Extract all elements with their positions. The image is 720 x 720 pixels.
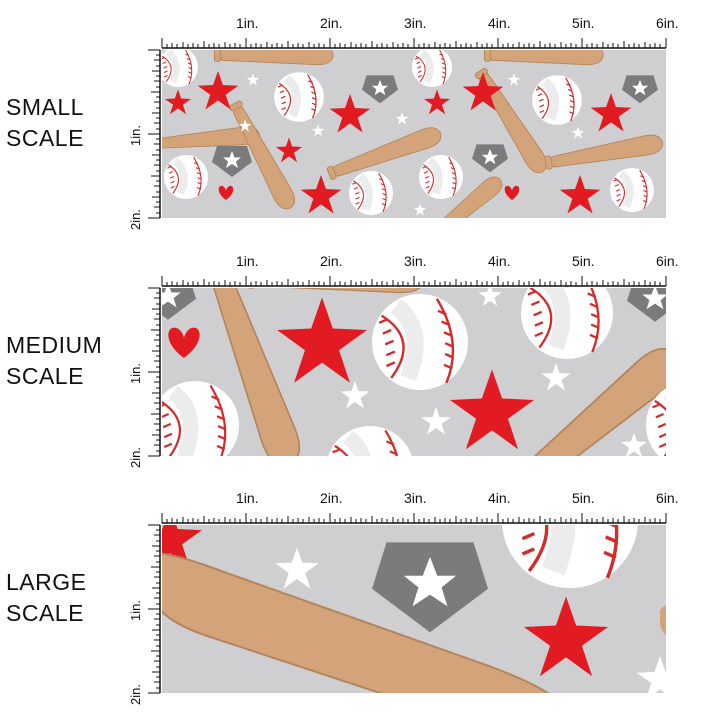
medium-top-label-6: 6in. [656,253,679,269]
large-top-label-3: 3in. [404,490,427,506]
small-top-label-3: 3in. [404,15,427,31]
small-top-label-6: 6in. [656,15,679,31]
small-scale-panel: 1in. 2in. 3in. 4in. 5in. 6in. 1in. 2in. [128,15,679,230]
medium-scale-line1: MEDIUM [6,332,103,358]
large-top-ruler: 1in. 2in. 3in. 4in. 5in. 6in. [161,490,679,524]
large-scale-line2: SCALE [6,600,84,626]
baseball-icon [372,294,468,390]
baseball-icon [274,72,324,122]
small-scale-line2: SCALE [6,125,84,151]
small-side-ruler: 1in. 2in. [128,49,161,230]
small-top-label-4: 4in. [488,15,511,31]
medium-scale-panel: 1in. 2in. 3in. 4in. 5in. 6in. 1in. 2in. [128,253,679,469]
medium-scale-label: MEDIUM SCALE [6,330,102,392]
large-top-label-2: 2in. [320,490,343,506]
medium-top-label-1: 1in. [236,253,259,269]
large-side-label-1: 1in. [128,600,143,621]
baseball-bat-icon [162,551,577,693]
medium-fabric-swatch [151,267,666,469]
small-side-label-2: 2in. [128,209,143,230]
small-top-label-5: 5in. [572,15,595,31]
medium-side-label-2: 2in. [128,447,143,468]
baseball-icon [164,155,208,199]
baseball-icon [419,155,463,199]
large-side-ruler: 1in. 2in. [128,524,161,705]
large-top-label-1: 1in. [236,490,259,506]
large-scale-line1: LARGE [6,569,87,595]
medium-top-label-4: 4in. [488,253,511,269]
medium-side-ruler: 1in. 2in. [128,287,161,468]
large-top-label-5: 5in. [572,490,595,506]
small-top-label-2: 2in. [320,15,343,31]
large-fabric-swatch [162,525,666,693]
small-side-label-1: 1in. [128,125,143,146]
baseball-icon [151,381,239,469]
baseball-icon [412,47,452,87]
baseball-icon [349,171,393,215]
medium-top-ruler: 1in. 2in. 3in. 4in. 5in. 6in. [161,253,679,287]
baseball-icon [521,267,613,359]
small-scale-line1: SMALL [6,94,84,120]
medium-top-label-2: 2in. [320,253,343,269]
medium-side-label-1: 1in. [128,363,143,384]
medium-top-label-3: 3in. [404,253,427,269]
medium-top-label-5: 5in. [572,253,595,269]
baseball-icon [532,75,582,125]
large-side-label-2: 2in. [128,684,143,705]
small-fabric-swatch [158,47,666,218]
medium-scale-line2: SCALE [6,363,84,389]
baseball-icon [158,47,198,87]
large-scale-panel: 1in. 2in. 3in. 4in. 5in. 6in. 1in. 2in. [128,490,679,705]
small-top-ruler: 1in. 2in. 3in. 4in. 5in. 6in. [161,15,679,49]
baseball-icon [610,168,654,212]
large-top-label-6: 6in. [656,490,679,506]
large-scale-label: LARGE SCALE [6,567,86,629]
small-top-label-1: 1in. [236,15,259,31]
large-top-label-4: 4in. [488,490,511,506]
small-scale-label: SMALL SCALE [6,92,84,154]
